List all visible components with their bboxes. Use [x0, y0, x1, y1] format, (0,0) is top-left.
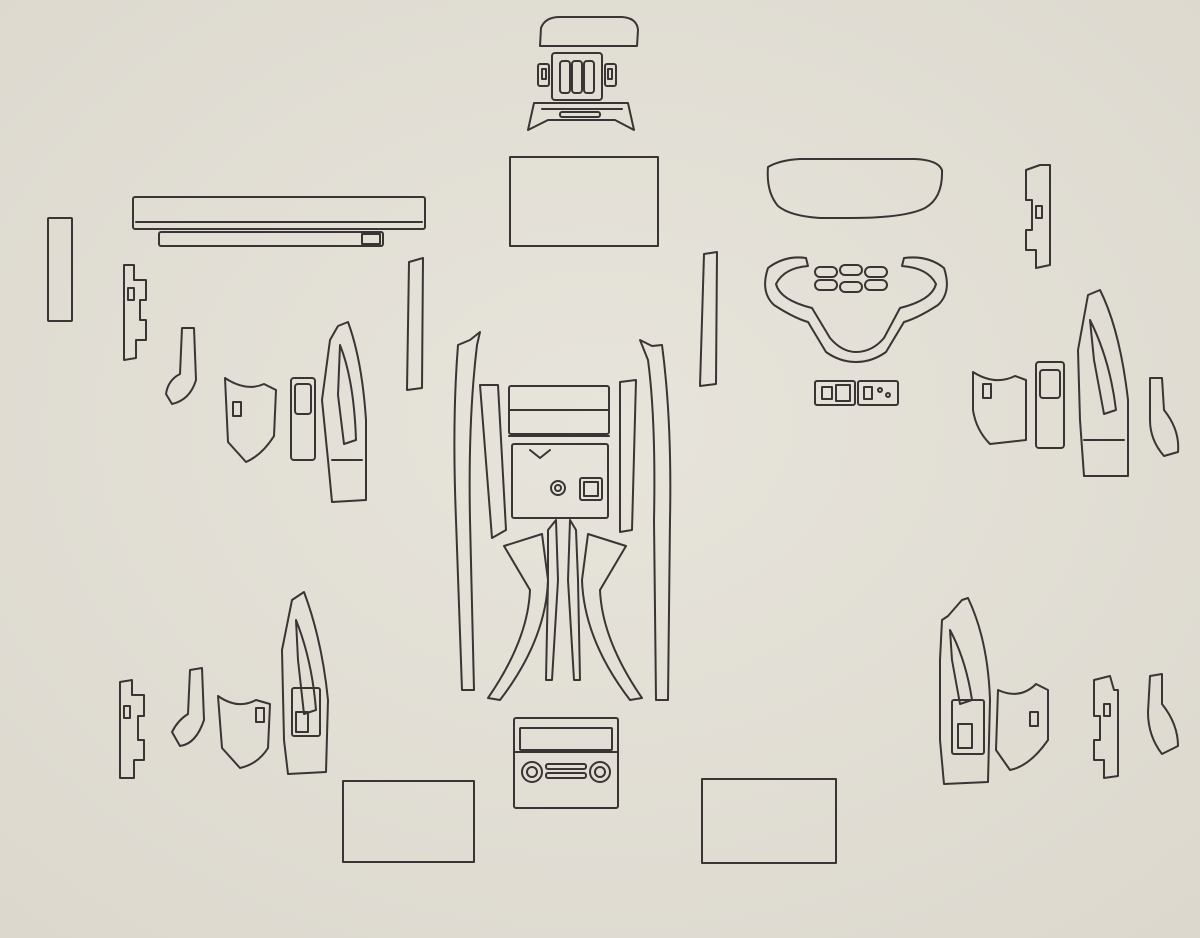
rearview-mirror-cover — [539, 16, 639, 47]
console-leg-left — [487, 519, 559, 701]
outline-layer — [47, 16, 1180, 864]
dash-trim-thin — [158, 231, 384, 247]
door-set-rear-left — [119, 591, 329, 779]
console-side-right — [619, 339, 672, 701]
steering-wheel-trim — [764, 256, 948, 363]
overhead-console — [537, 52, 617, 101]
a-pillar-trim-right — [699, 251, 718, 387]
a-pillar-trim-left — [406, 257, 424, 391]
rear-screen-right — [701, 778, 837, 864]
door-set-front-left — [123, 264, 367, 503]
rear-climate-panel — [513, 717, 619, 809]
center-screen — [509, 156, 659, 247]
center-console — [508, 385, 610, 519]
steering-buttons — [814, 380, 899, 406]
console-side-left — [453, 331, 507, 691]
instrument-cluster — [766, 158, 944, 219]
console-leg-right — [567, 519, 643, 701]
dash-end-panel-left — [47, 217, 73, 322]
door-set-rear-right — [939, 597, 1179, 785]
dash-trim-long — [132, 196, 426, 230]
overhead-console-trim — [527, 102, 635, 131]
door-set-front-right — [972, 164, 1180, 477]
rear-screen-left — [342, 780, 475, 863]
